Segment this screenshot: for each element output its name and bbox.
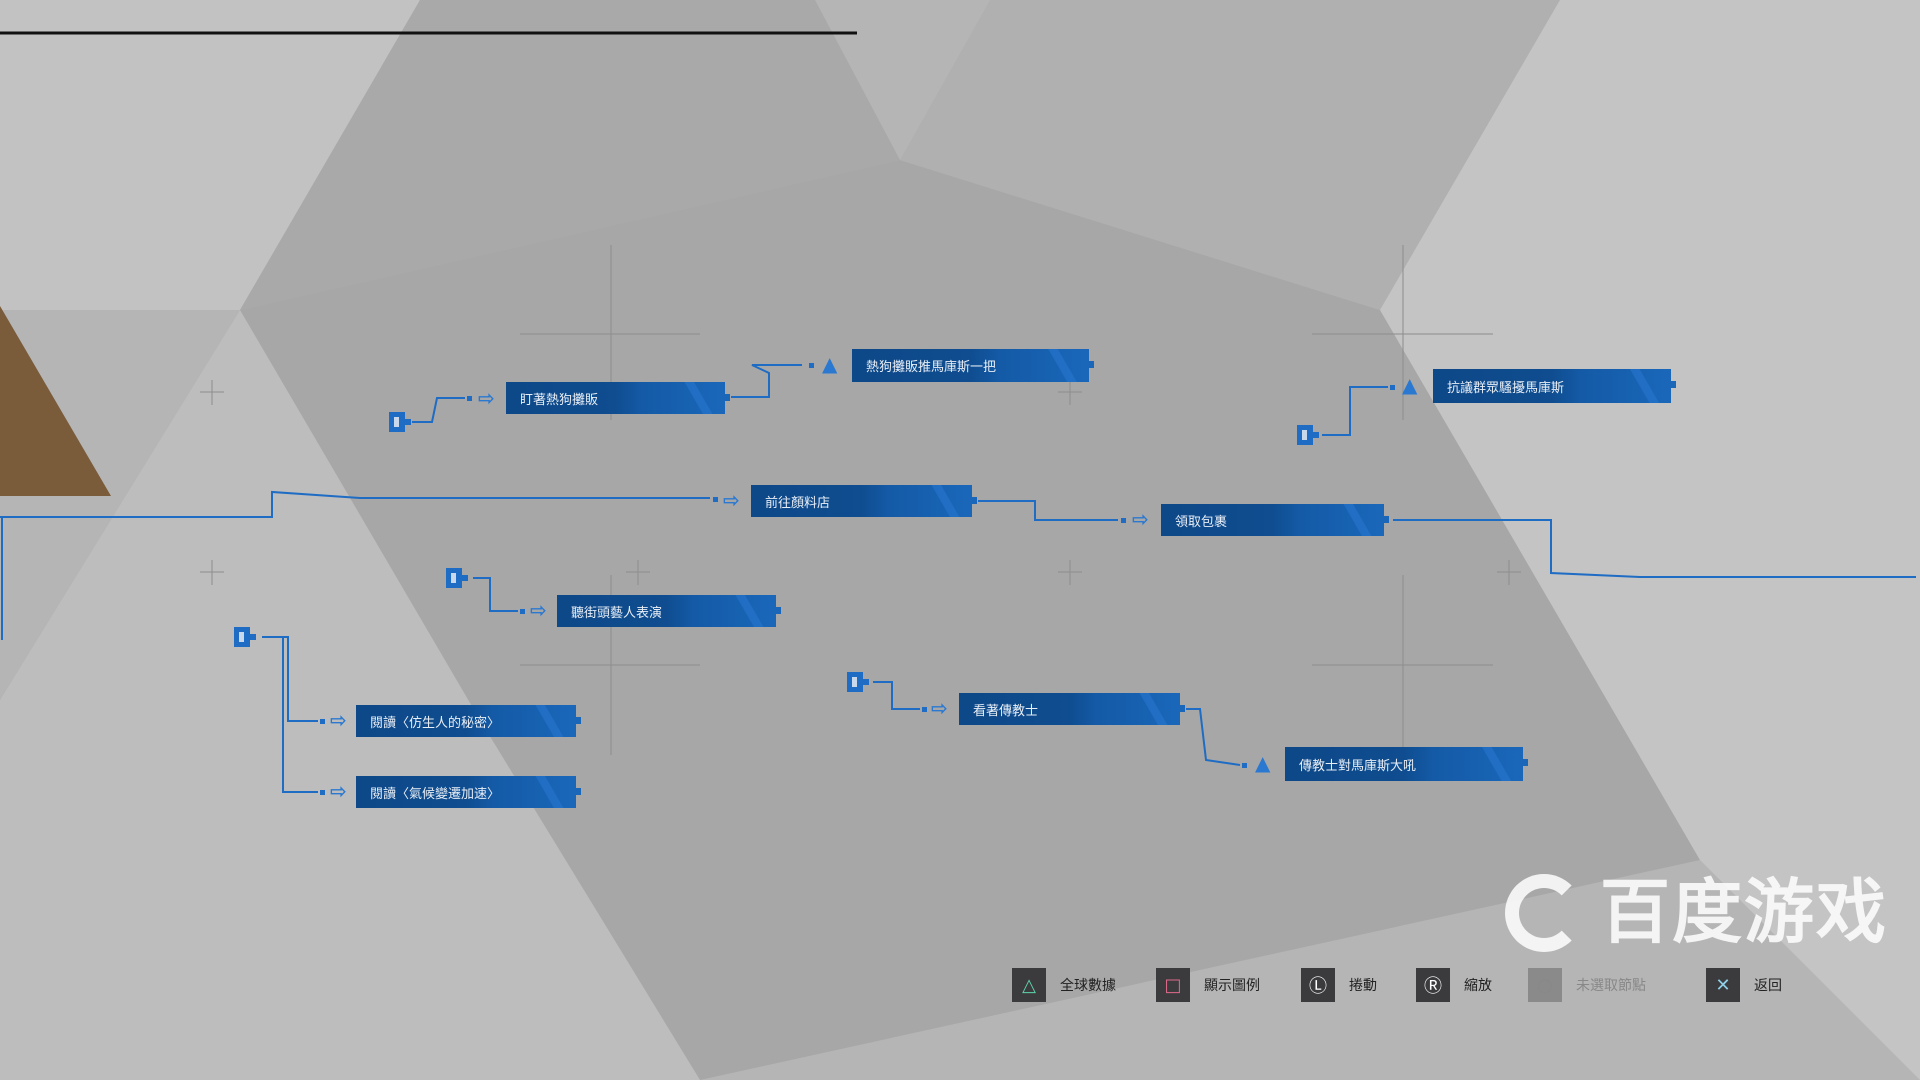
node-label: 閱讀〈仿生人的秘密〉 (370, 715, 501, 731)
branch-start-icon (1297, 425, 1319, 445)
circle-button-icon: ○ (1528, 968, 1562, 1002)
triangle-button-icon: △ (1012, 968, 1046, 1002)
unselected-node-button[interactable]: ○ 未選取節點 (1528, 968, 1646, 1002)
back-button[interactable]: ✕ 返回 (1706, 968, 1782, 1002)
control-label: 縮放 (1464, 978, 1492, 994)
control-label: 捲動 (1349, 978, 1377, 994)
watermark-logo-icon (1505, 874, 1583, 952)
arrow-icon: ⇨ (330, 708, 347, 732)
branch-start-icon (446, 568, 468, 588)
watermark-text: 百度游戏 (1600, 871, 1888, 953)
node-pick-up-package[interactable]: 領取包裹 (1161, 504, 1389, 536)
node-go-to-paint-store[interactable]: 前往顏料店 (751, 485, 977, 517)
node-listen-street-performer[interactable]: 聽街頭藝人表演 (557, 595, 781, 627)
arrow-icon: ⇨ (330, 779, 347, 803)
node-vendor-pushes-markus[interactable]: 熱狗攤販推馬庫斯一把 (852, 349, 1094, 382)
branch-start-icon (389, 412, 411, 432)
square-button-icon: □ (1156, 968, 1190, 1002)
arrow-icon: ⇨ (931, 696, 948, 720)
triangle-choice-icon: ▲ (1402, 373, 1418, 397)
node-watch-preacher[interactable]: 看著傳教士 (959, 693, 1185, 725)
triangle-choice-icon: ▲ (822, 352, 838, 376)
right-stick-icon: Ⓡ (1416, 968, 1450, 1002)
node-label: 領取包裹 (1175, 514, 1228, 530)
node-watch-hotdog-vendor[interactable]: 盯著熱狗攤販 (506, 382, 730, 414)
node-label: 閱讀〈氣候變遷加速〉 (370, 786, 501, 802)
node-preacher-yells-at-markus[interactable]: 傳教士對馬庫斯大吼 (1285, 747, 1528, 781)
control-label: 全球數據 (1060, 978, 1116, 994)
node-read-android-secret[interactable]: 閱讀〈仿生人的秘密〉 (356, 705, 581, 737)
node-protesters-harass-markus[interactable]: 抗議群眾騷擾馬庫斯 (1433, 369, 1676, 403)
node-label: 聽街頭藝人表演 (571, 605, 663, 621)
triangle-choice-icon: ▲ (1255, 751, 1271, 775)
connector-lines (0, 364, 1916, 793)
arrow-icon: ⇨ (1132, 507, 1149, 531)
branch-start-icon (234, 627, 256, 647)
control-label: 顯示圖例 (1204, 978, 1260, 994)
control-label: 返回 (1754, 978, 1782, 994)
node-label: 抗議群眾騷擾馬庫斯 (1447, 380, 1565, 396)
scroll-button[interactable]: Ⓛ 捲動 (1301, 968, 1377, 1002)
arrow-icon: ⇨ (723, 488, 740, 512)
branch-start-icon (847, 672, 869, 692)
node-label: 盯著熱狗攤販 (520, 392, 599, 408)
control-label: 未選取節點 (1576, 978, 1646, 994)
show-legend-button[interactable]: □ 顯示圖例 (1156, 968, 1260, 1002)
arrow-icon: ⇨ (478, 386, 495, 410)
node-label: 熱狗攤販推馬庫斯一把 (866, 360, 997, 375)
node-label: 傳教士對馬庫斯大吼 (1299, 758, 1417, 774)
left-stick-icon: Ⓛ (1301, 968, 1335, 1002)
arrow-icon: ⇨ (530, 598, 547, 622)
node-read-climate-change[interactable]: 閱讀〈氣候變遷加速〉 (356, 776, 581, 808)
zoom-button[interactable]: Ⓡ 縮放 (1416, 968, 1492, 1002)
node-label: 前往顏料店 (765, 495, 831, 511)
global-stats-button[interactable]: △ 全球數據 (1012, 968, 1116, 1002)
chapter-thumbnail (0, 306, 111, 496)
cross-button-icon: ✕ (1706, 968, 1740, 1002)
node-label: 看著傳教士 (973, 703, 1039, 719)
